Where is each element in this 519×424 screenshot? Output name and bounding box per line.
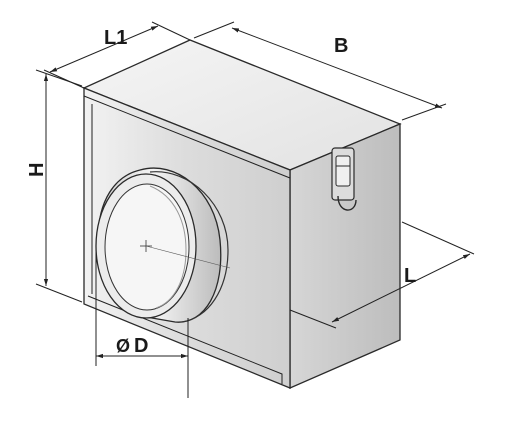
h-ext-bottom xyxy=(35,283,83,303)
duct-collar xyxy=(95,167,231,323)
collar-back-rim xyxy=(149,171,229,323)
front-frame-top-lip xyxy=(83,95,291,179)
dimension-l: L xyxy=(289,221,475,329)
l1-ext-left xyxy=(43,69,85,89)
b-dim-line xyxy=(231,27,443,109)
dimension-h: H xyxy=(26,69,83,303)
dimension-b: B xyxy=(193,21,447,121)
b-label: B xyxy=(334,35,348,57)
diameter-symbol: Ø xyxy=(116,336,130,356)
axis-line xyxy=(145,245,231,269)
h-ext-top xyxy=(35,69,83,87)
l1-label: L1 xyxy=(104,27,127,49)
b-ext-right xyxy=(401,103,447,121)
latch-lever xyxy=(335,155,351,187)
l-label: L xyxy=(404,265,416,287)
collar-opening-inner xyxy=(104,183,190,311)
b-ext-left xyxy=(193,21,235,39)
h-label: H xyxy=(26,163,48,177)
latch-hook xyxy=(337,195,357,211)
l1-dim-line xyxy=(49,25,159,73)
l-dim-line xyxy=(331,253,471,323)
l1-ext-right xyxy=(151,21,191,41)
collar-inner-shade xyxy=(149,185,187,309)
d-label: D xyxy=(134,335,148,357)
dimension-l1: L1 xyxy=(43,21,191,89)
dimension-diameter: Ø D xyxy=(95,250,189,398)
front-frame-bottom-lip xyxy=(87,295,283,384)
latch-clasp xyxy=(331,147,357,211)
l-ext-top xyxy=(401,221,475,255)
l-ext-bottom xyxy=(289,309,337,329)
